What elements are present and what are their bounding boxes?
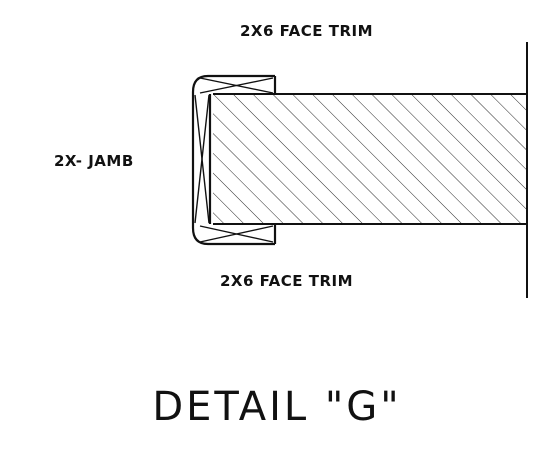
jamb-label: 2X- JAMB bbox=[54, 152, 134, 170]
face-trim-outline bbox=[191, 74, 277, 246]
bottom-face-trim-section bbox=[199, 225, 274, 243]
jamb-section bbox=[194, 94, 210, 224]
bottom-face-trim-label: 2X6 FACE TRIM bbox=[220, 272, 354, 290]
top-face-trim-section bbox=[199, 77, 274, 94]
top-face-trim-label: 2X6 FACE TRIM bbox=[240, 22, 374, 40]
detail-title: DETAIL "G" bbox=[152, 384, 402, 430]
jamb-board-section bbox=[213, 93, 527, 225]
